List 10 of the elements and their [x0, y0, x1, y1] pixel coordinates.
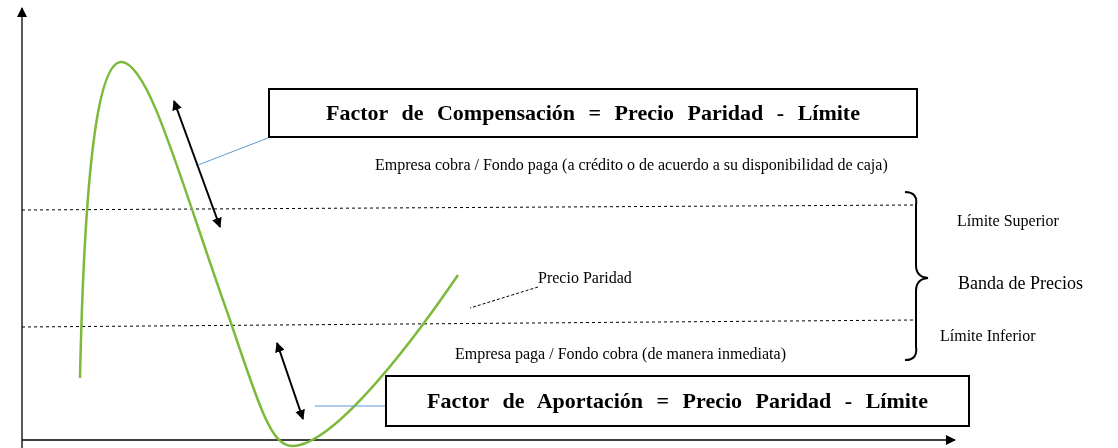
- limit-label: Límite Inferior: [940, 327, 1036, 345]
- curve-label: Precio Paridad: [538, 269, 632, 287]
- note-text: Empresa cobra / Fondo paga (a crédito o de acuerdo a su disponibilidad de caja): [375, 156, 888, 174]
- leader-line: [469, 286, 539, 309]
- formula-box: Factor de Compensación = Precio Paridad - Límite: [268, 88, 918, 138]
- band-label: Banda de Precios: [958, 273, 1083, 294]
- leader-line: [314, 405, 386, 407]
- formula-box: Factor de Aportación = Precio Paridad - Límite: [385, 375, 970, 427]
- leader-line: [197, 137, 269, 166]
- limit-label: Límite Superior: [957, 212, 1059, 230]
